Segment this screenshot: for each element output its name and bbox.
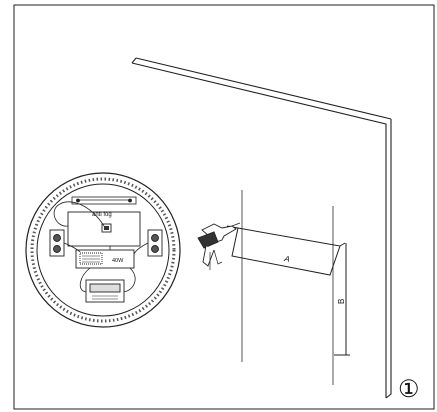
step-number: ① bbox=[398, 376, 420, 403]
right-speaker-icon bbox=[147, 229, 163, 257]
power-driver bbox=[75, 249, 135, 269]
dimension-b-label: B bbox=[337, 299, 346, 304]
drill-icon bbox=[197, 222, 241, 270]
anti-fog-label: anti fog bbox=[92, 212, 112, 218]
dimension-b-line bbox=[334, 243, 350, 356]
mounting-bracket bbox=[226, 225, 346, 276]
mounting-rail bbox=[71, 196, 137, 205]
control-panel bbox=[85, 279, 125, 303]
left-speaker-icon bbox=[49, 229, 65, 257]
guide-lines bbox=[241, 190, 334, 385]
power-label: 40W bbox=[112, 258, 124, 264]
wall-outline bbox=[131, 57, 392, 399]
dimension-a-label: A bbox=[283, 254, 291, 264]
diagram-frame bbox=[13, 4, 435, 410]
anti-fog-pad bbox=[67, 211, 141, 247]
wiring bbox=[53, 201, 149, 293]
